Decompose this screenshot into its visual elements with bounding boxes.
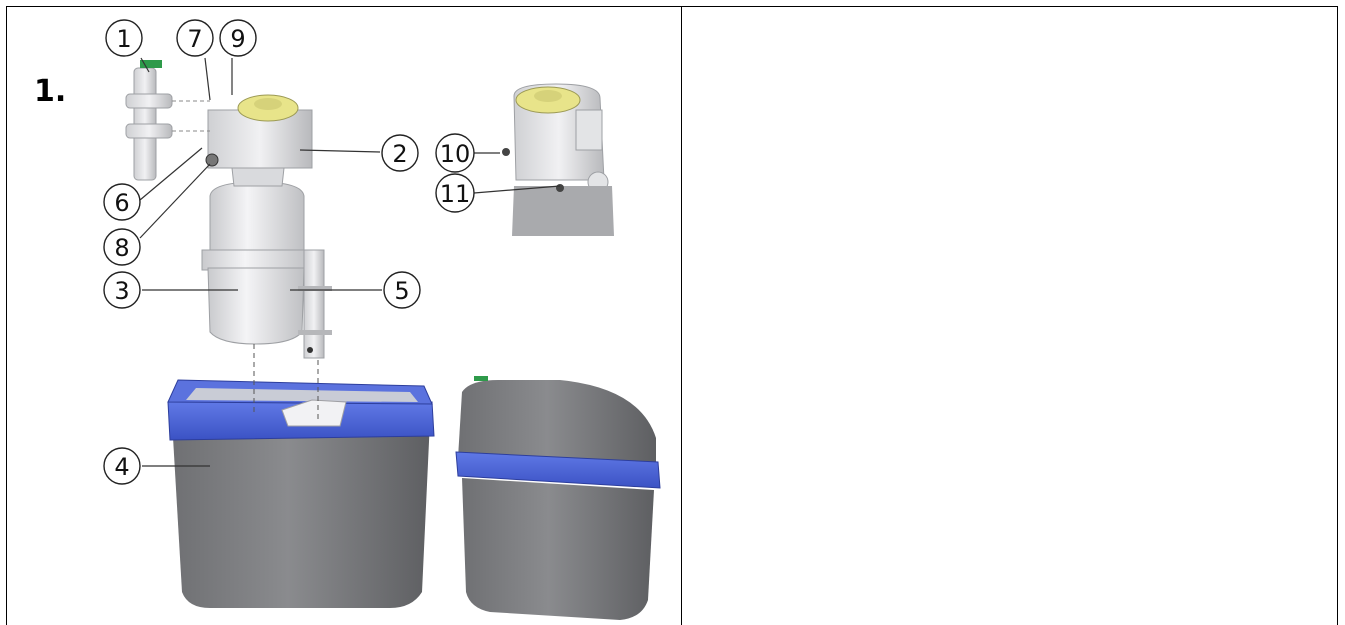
- callout-1-label: 1: [116, 25, 131, 53]
- brine-cabinet: [168, 380, 434, 608]
- control-valve: [206, 95, 312, 186]
- callout-9-label: 9: [230, 25, 245, 53]
- callout-2: 2: [382, 135, 418, 171]
- callout-8: 8: [104, 229, 140, 265]
- assembled-softener: [456, 376, 660, 620]
- callout-7-label: 7: [187, 25, 202, 53]
- callout-7: 7: [177, 20, 213, 56]
- callout-6-label: 6: [114, 189, 129, 217]
- callout-4: 4: [104, 448, 140, 484]
- callout-2-label: 2: [392, 140, 407, 168]
- callout-1: 1: [106, 20, 142, 56]
- callout-9: 9: [220, 20, 256, 56]
- callout-3-label: 3: [114, 277, 129, 305]
- callout-3: 3: [104, 272, 140, 308]
- callout-4-label: 4: [114, 453, 129, 481]
- callout-10-label: 10: [440, 140, 471, 168]
- callout-11-label: 11: [440, 180, 471, 208]
- callout-8-label: 8: [114, 234, 129, 262]
- callout-10: 10: [436, 134, 474, 172]
- callout-11: 11: [436, 174, 474, 212]
- valve-detail-inset: [502, 84, 614, 236]
- resin-tank: [202, 182, 310, 344]
- bypass-valve: [126, 60, 210, 180]
- callout-6: 6: [104, 184, 140, 220]
- callout-5-label: 5: [394, 277, 409, 305]
- callout-5: 5: [384, 272, 420, 308]
